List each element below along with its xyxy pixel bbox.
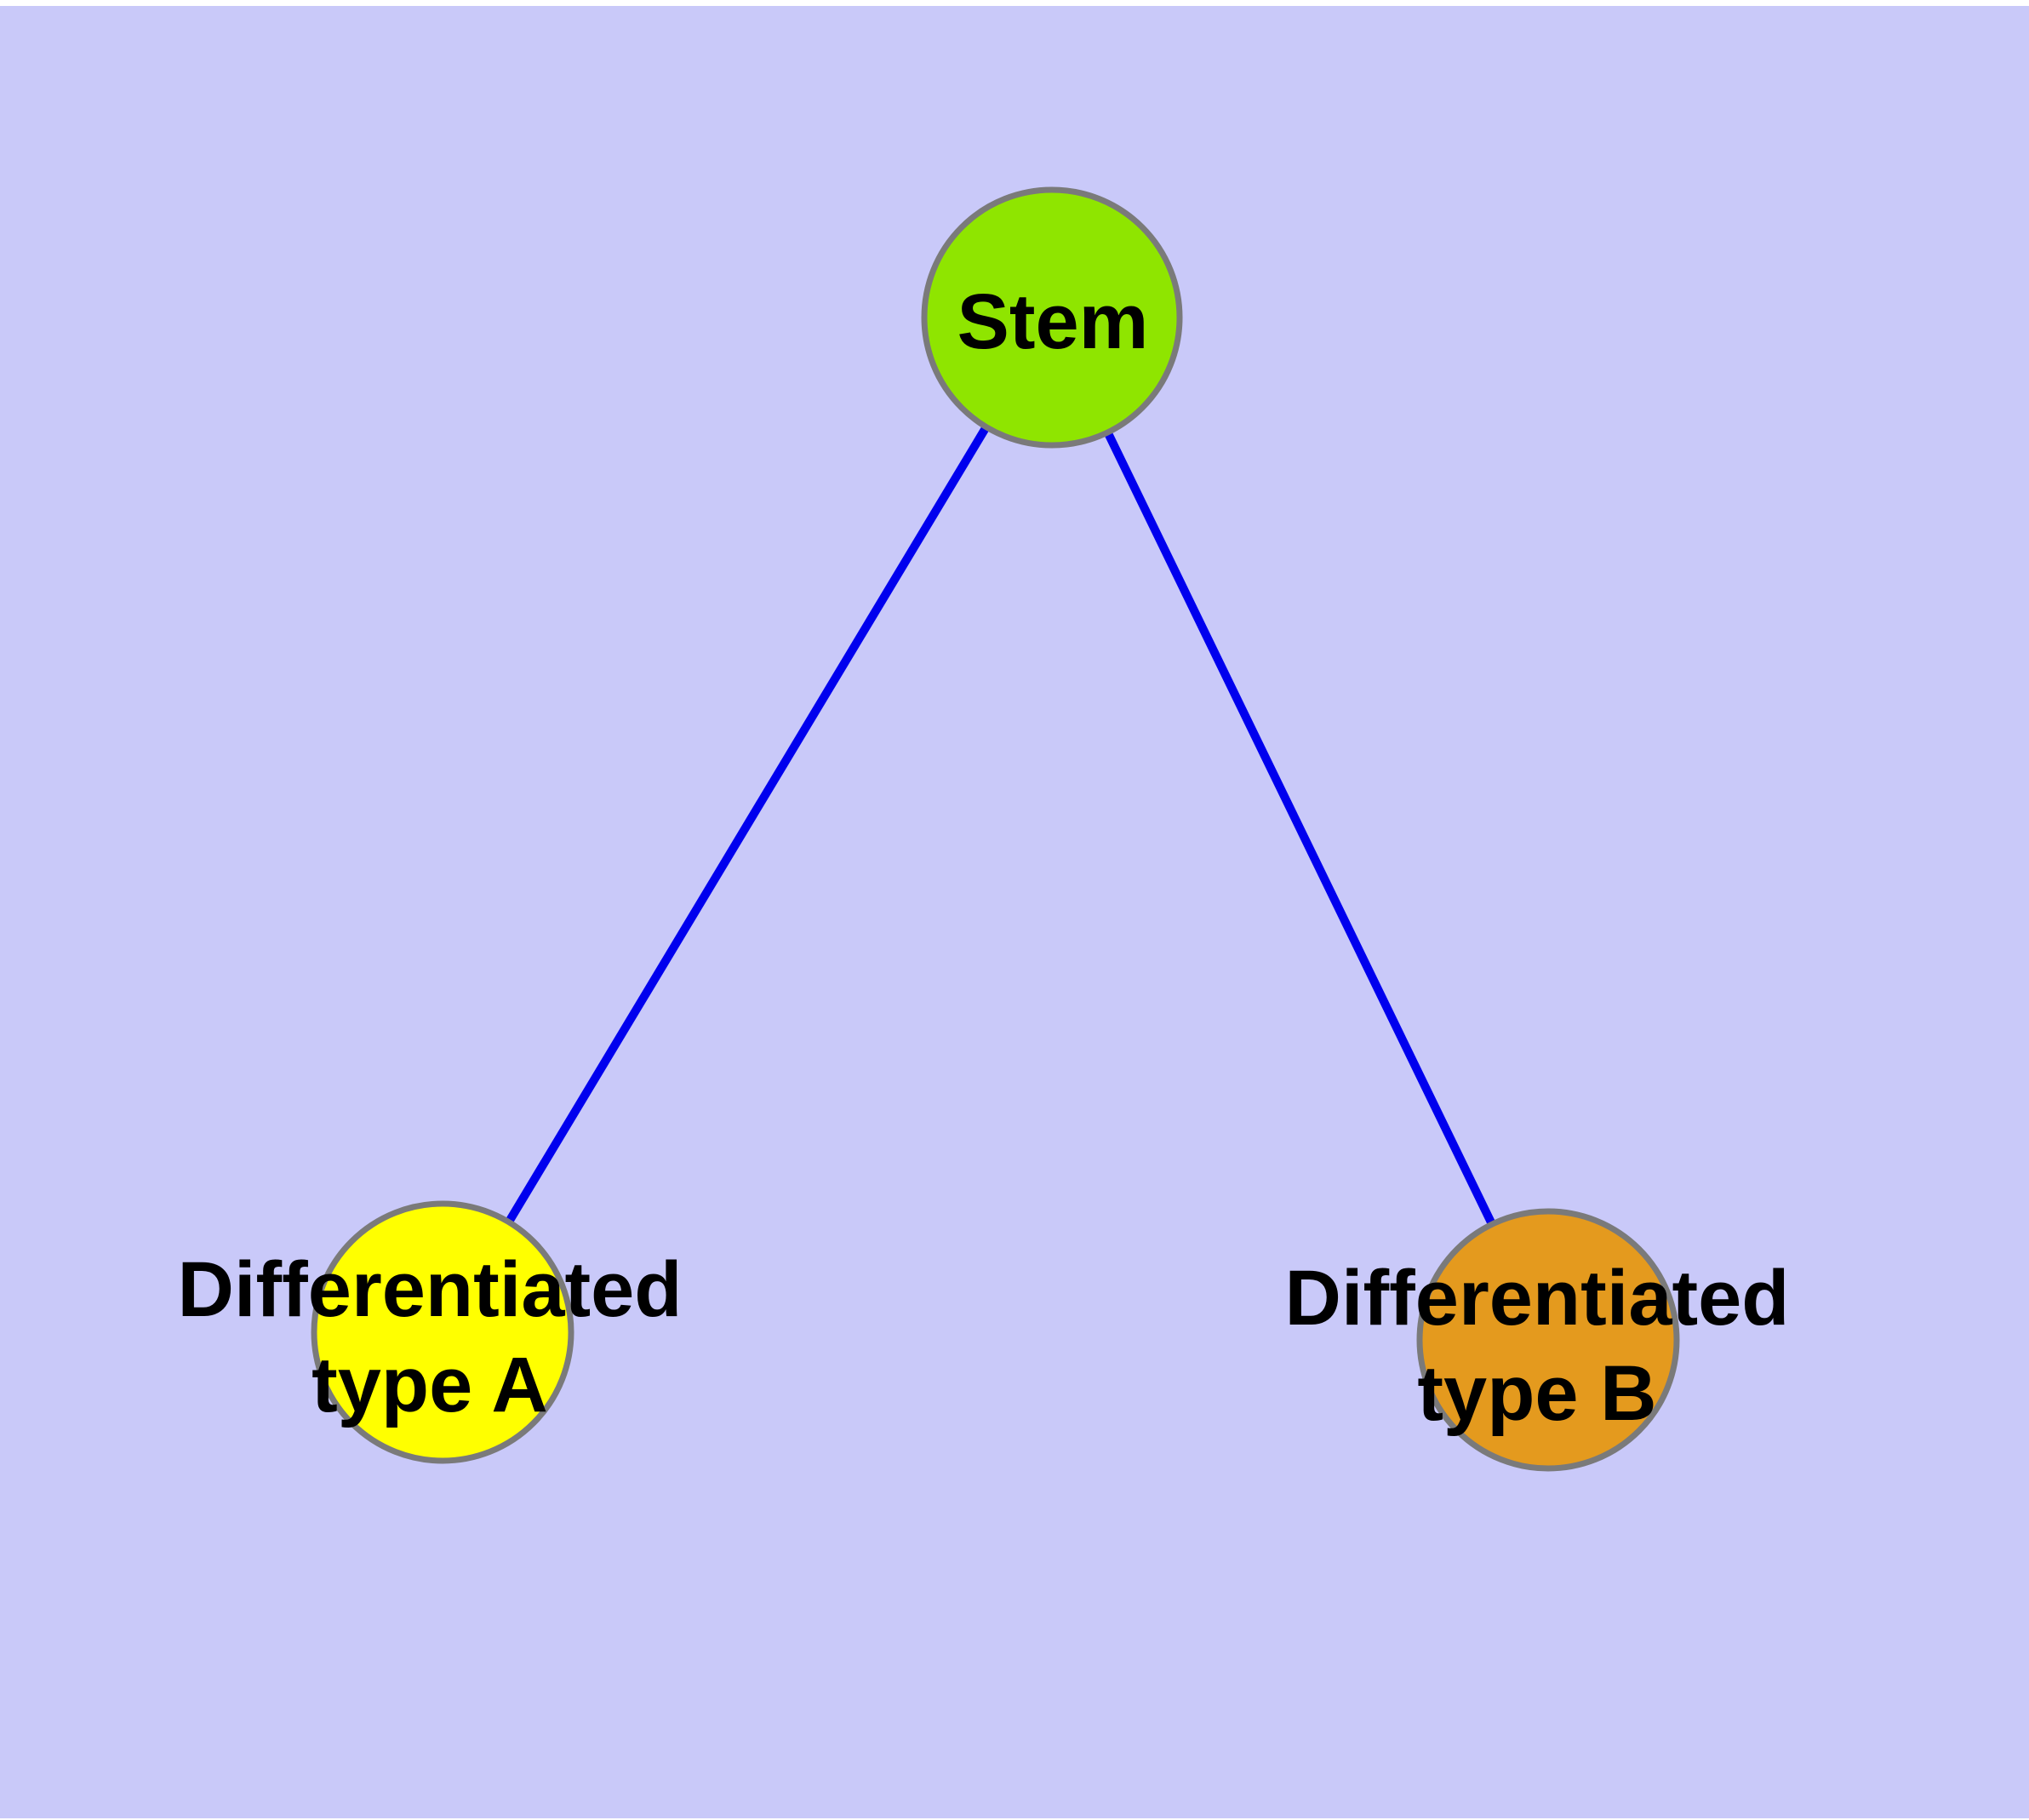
node-label-stem: Stem (957, 274, 1149, 369)
node-label-type-b-line1: Differentiated (1284, 1255, 1790, 1342)
node-label-stem-text: Stem (957, 278, 1149, 365)
node-label-type-a: Differentiated type A (178, 1242, 683, 1433)
node-label-type-b: Differentiated type B (1285, 1251, 1790, 1441)
node-circle-stem (921, 186, 1183, 449)
edge-stem-to-type-b (1048, 315, 1552, 1342)
node-label-type-b-line2: type B (1417, 1350, 1657, 1437)
node-label-type-a-line2: type A (311, 1342, 548, 1428)
node-label-type-a-line1: Differentiated (177, 1246, 683, 1333)
edge-stem-to-type-a (438, 315, 1056, 1335)
node-circle-type-b (1416, 1208, 1680, 1472)
node-circle-type-a (311, 1200, 574, 1464)
